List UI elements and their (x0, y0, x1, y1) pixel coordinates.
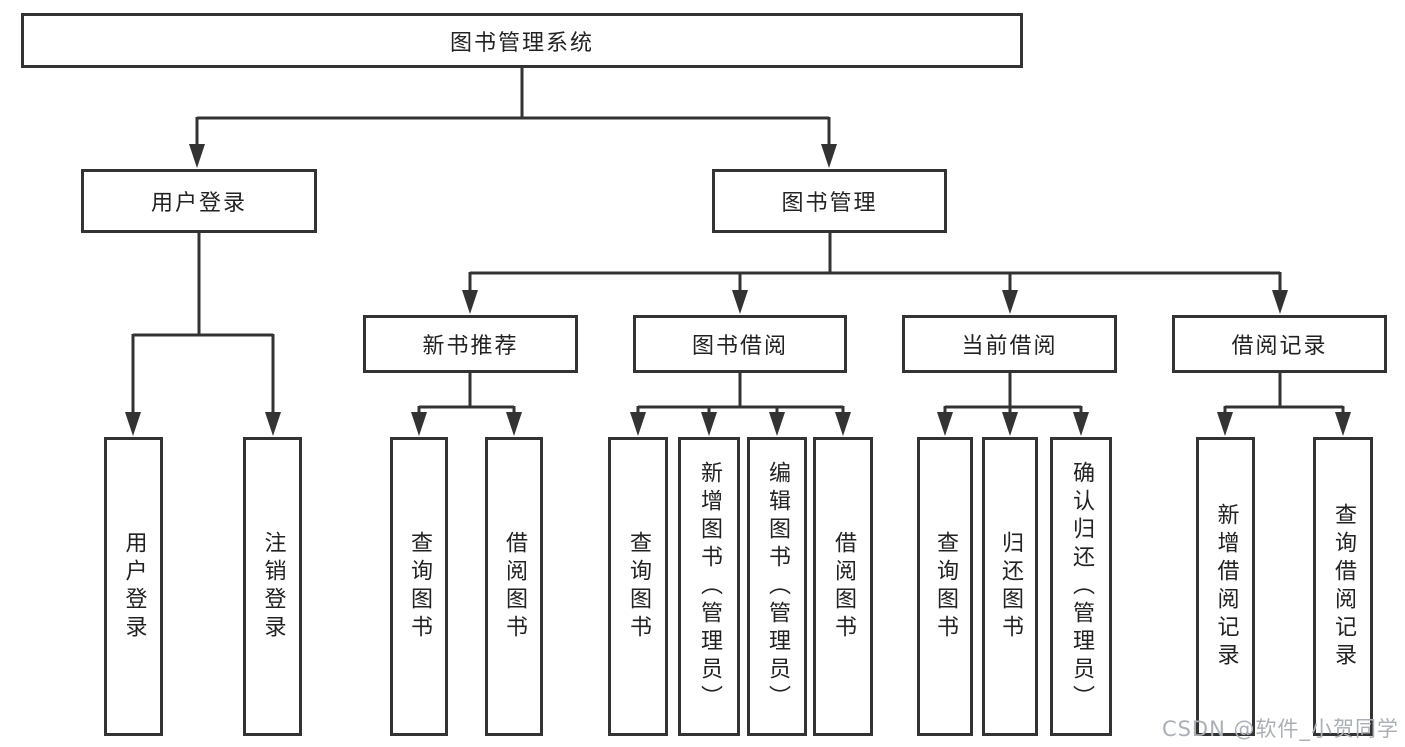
node-new-book-recommend: 新书推荐 (363, 315, 578, 373)
node-borrow-records-label: 借阅记录 (1231, 334, 1328, 359)
leaf-user-login-label: 用户登录 (121, 530, 147, 643)
node-book-management: 图书管理 (712, 169, 947, 233)
leaf-query-books-new-label: 查询图书 (407, 530, 432, 643)
leaf-edit-books-admin: 编辑图书（管理员） (747, 437, 807, 736)
node-root-system: 图书管理系统 (21, 13, 1023, 68)
arrow-down-icon (462, 290, 478, 314)
leaf-query-books-new: 查询图书 (390, 437, 448, 736)
leaf-return-books-label: 归还图书 (998, 530, 1023, 643)
connector-login-to-leaves (131, 233, 275, 424)
leaf-add-borrow-record-label: 新增借阅记录 (1213, 502, 1239, 671)
leaf-query-books-current: 查询图书 (917, 437, 973, 736)
leaf-add-books-admin-label: 新增图书（管理员） (697, 460, 722, 713)
node-new-book-recommend-label: 新书推荐 (422, 334, 519, 359)
leaf-logout: 注销登录 (243, 437, 302, 736)
connector-borrow-to-leaves (636, 373, 845, 424)
arrow-down-icon (732, 290, 748, 314)
node-user-login-label: 用户登录 (150, 191, 247, 216)
leaf-user-login: 用户登录 (104, 437, 163, 736)
arrowheads (125, 144, 1351, 436)
csdn-watermark: CSDN @软件_小贺同学 (1161, 717, 1399, 741)
connector-root-to-level2 (195, 68, 831, 150)
leaf-query-books-borrow: 查询图书 (608, 437, 668, 736)
node-root-label: 图书管理系统 (449, 30, 594, 56)
arrow-down-icon (189, 144, 205, 168)
node-current-borrow: 当前借阅 (902, 315, 1117, 373)
leaf-add-books-admin: 新增图书（管理员） (678, 437, 740, 736)
node-current-borrow-label: 当前借阅 (961, 334, 1058, 359)
arrow-down-icon (265, 412, 281, 436)
arrow-down-icon (1002, 290, 1018, 314)
arrow-down-icon (1073, 412, 1089, 436)
leaf-borrow-books: 借阅图书 (813, 437, 873, 736)
arrow-down-icon (411, 412, 427, 436)
connector-new-to-leaves (417, 373, 516, 424)
leaf-borrow-books-new: 借阅图书 (485, 437, 543, 736)
node-book-management-label: 图书管理 (781, 191, 878, 216)
arrow-down-icon (937, 412, 953, 436)
leaf-confirm-return-admin: 确认归还（管理员） (1050, 437, 1112, 736)
node-book-borrow-label: 图书借阅 (691, 334, 788, 359)
arrow-down-icon (506, 412, 522, 436)
leaf-borrow-books-new-label: 借阅图书 (502, 530, 527, 643)
connector-mgmt-to-level3 (468, 232, 1282, 298)
arrow-down-icon (1335, 412, 1351, 436)
leaf-return-books: 归还图书 (982, 437, 1038, 736)
leaf-borrow-books-label: 借阅图书 (831, 530, 856, 643)
leaf-confirm-return-admin-label: 确认归还（管理员） (1069, 460, 1094, 713)
arrow-down-icon (821, 144, 837, 168)
leaf-query-books-current-label: 查询图书 (933, 530, 958, 643)
node-book-borrow: 图书借阅 (633, 315, 847, 373)
arrow-down-icon (1217, 412, 1233, 436)
arrow-down-icon (769, 412, 785, 436)
node-user-login: 用户登录 (81, 169, 317, 233)
arrow-down-icon (125, 412, 141, 436)
arrow-down-icon (1272, 290, 1288, 314)
arrow-down-icon (1002, 412, 1018, 436)
leaf-query-borrow-record-label: 查询借阅记录 (1331, 502, 1356, 671)
arrow-down-icon (630, 412, 646, 436)
leaf-add-borrow-record: 新增借阅记录 (1196, 437, 1255, 736)
leaf-logout-label: 注销登录 (260, 530, 286, 643)
connector-records-to-leaves (1223, 373, 1345, 424)
leaf-query-borrow-record: 查询借阅记录 (1313, 437, 1373, 736)
node-borrow-records: 借阅记录 (1172, 315, 1387, 373)
arrow-down-icon (701, 412, 717, 436)
leaf-query-books-borrow-label: 查询图书 (626, 530, 651, 643)
arrow-down-icon (835, 412, 851, 436)
leaf-edit-books-admin-label: 编辑图书（管理员） (765, 460, 790, 713)
